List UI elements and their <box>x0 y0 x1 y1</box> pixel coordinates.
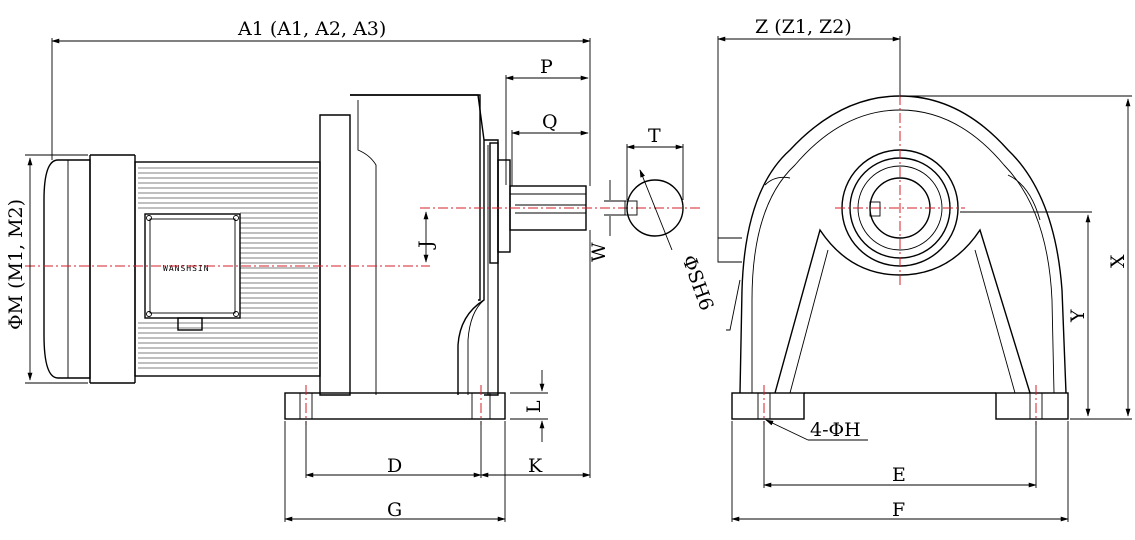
label-k: K <box>528 455 543 477</box>
label-x: X <box>1107 254 1129 268</box>
side-view: WANSHSIN <box>25 94 700 425</box>
label-a1: A1 (A1, A2, A3) <box>237 18 386 40</box>
gearbox-housing <box>350 94 587 396</box>
label-l: L <box>523 400 545 413</box>
motor-body: WANSHSIN <box>134 161 321 377</box>
label-d: D <box>387 455 402 477</box>
side-dimensions <box>25 38 591 522</box>
motor-flange <box>319 94 481 396</box>
keyway-detail <box>604 144 684 251</box>
label-e: E <box>892 464 906 486</box>
label-phi-m: ΦM (M1, M2) <box>5 199 27 330</box>
label-q: Q <box>542 111 558 133</box>
brand-plate-text: WANSHSIN <box>163 264 210 273</box>
label-t: T <box>648 125 661 147</box>
label-y: Y <box>1067 309 1089 323</box>
label-p: P <box>540 56 553 78</box>
label-g: G <box>387 499 402 521</box>
front-view <box>717 95 1069 425</box>
label-j: J <box>415 240 437 250</box>
motor-fan-cover <box>43 154 136 384</box>
label-phi-s: ΦSH6 <box>677 252 717 313</box>
label-z: Z (Z1, Z2) <box>755 16 852 38</box>
label-holes: 4-ΦH <box>810 419 861 441</box>
side-base <box>284 392 506 420</box>
label-f: F <box>892 499 905 521</box>
front-dimensions <box>717 36 1132 522</box>
label-w: W <box>588 242 610 262</box>
